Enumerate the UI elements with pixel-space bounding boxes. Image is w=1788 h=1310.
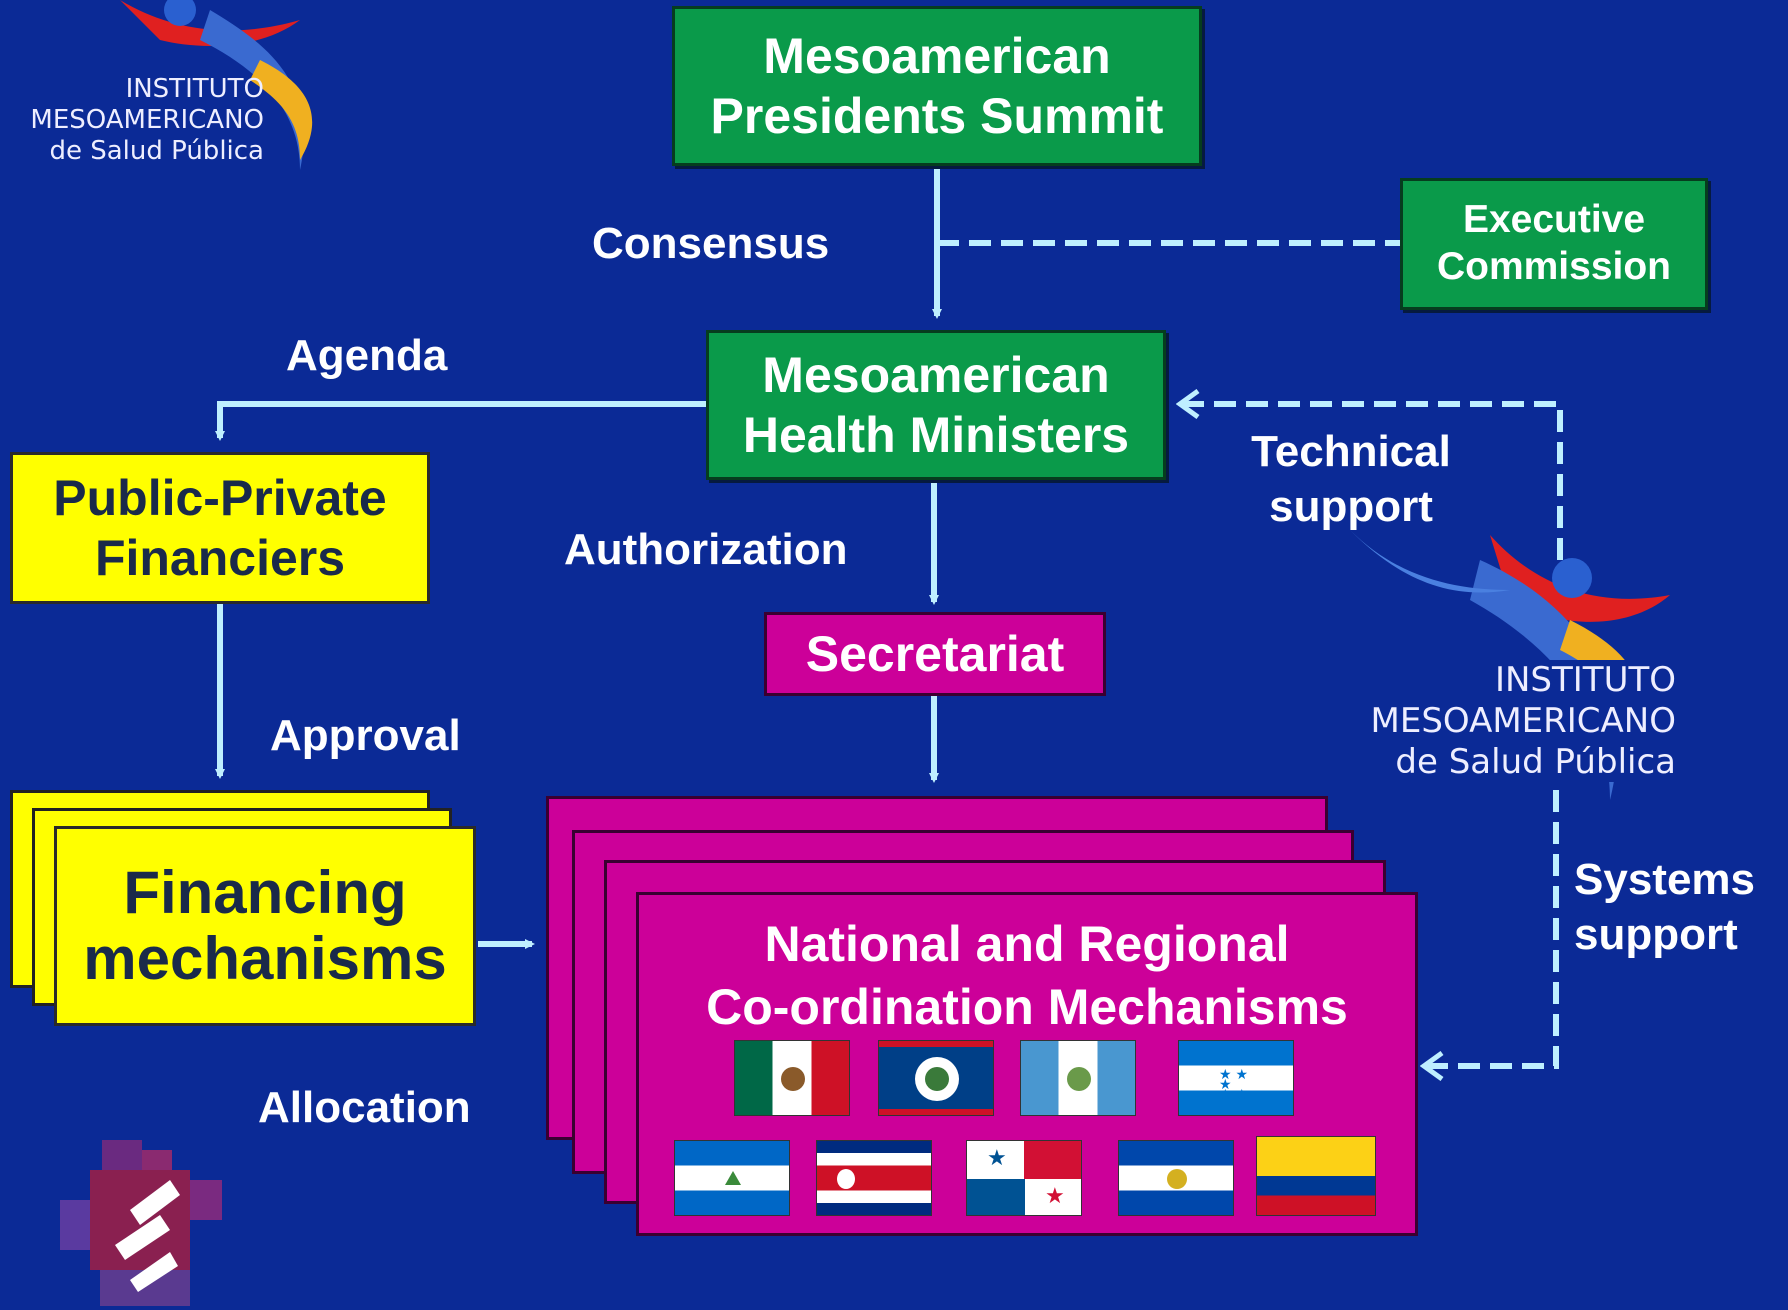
label-technical-support: Technical support xyxy=(1251,427,1451,531)
logo-line-2: MESOAMERICANO xyxy=(30,105,264,136)
flag-nicaragua-icon xyxy=(674,1140,790,1216)
logo-line-3: de Salud Pública xyxy=(49,136,264,167)
secretariat-box: Secretariat xyxy=(764,612,1106,696)
national-mechanisms-title: National and Regional Co-ordination Mech… xyxy=(706,916,1348,1035)
flag-colombia-icon xyxy=(1256,1136,1376,1216)
label-systems-support: Systems support xyxy=(1574,855,1756,959)
flag-belize-icon xyxy=(878,1040,994,1116)
public-private-financiers-box: Public-Private Financiers xyxy=(10,452,430,604)
logo-line-1: INSTITUTO xyxy=(1494,660,1676,700)
flag-el-salvador-icon xyxy=(1118,1140,1234,1216)
executive-commission-box: Executive Commission xyxy=(1400,178,1708,310)
dashed-technical-support xyxy=(1180,404,1563,560)
flag-costa-rica-icon xyxy=(816,1140,932,1216)
flag-guatemala-icon xyxy=(1020,1040,1136,1116)
label-agenda: Agenda xyxy=(286,331,448,380)
arrow-ministers-financiers xyxy=(215,401,706,441)
presidents-summit-box: Mesoamerican Presidents Summit xyxy=(672,6,1202,166)
health-ministers-box: Mesoamerican Health Ministers xyxy=(706,330,1166,480)
logo-swoosh-icon xyxy=(1350,530,1670,800)
label-allocation: Allocation xyxy=(258,1083,471,1132)
logo-swoosh-icon xyxy=(120,0,313,170)
financing-mechanisms-box: Financing mechanisms xyxy=(54,826,476,1026)
flag-panama-icon: ★ ★ xyxy=(966,1140,1082,1216)
logo-top-left: INSTITUTO MESOAMERICANO de Salud Pública xyxy=(0,0,350,180)
logo-line-1: INSTITUTO xyxy=(125,74,264,104)
flag-mexico-icon xyxy=(734,1040,850,1116)
logo-line-3: de Salud Pública xyxy=(1395,741,1676,782)
label-approval: Approval xyxy=(270,711,461,760)
flag-honduras-icon: ★ ★★★ ★ xyxy=(1178,1040,1294,1116)
label-consensus: Consensus xyxy=(592,219,830,268)
pixel-logo-icon xyxy=(60,1140,222,1306)
label-authorization: Authorization xyxy=(564,525,848,574)
dashed-systems-support xyxy=(1424,790,1559,1066)
logo-right: INSTITUTO MESOAMERICANO de Salud Pública xyxy=(1340,520,1740,800)
logo-line-2: MESOAMERICANO xyxy=(1370,700,1677,741)
